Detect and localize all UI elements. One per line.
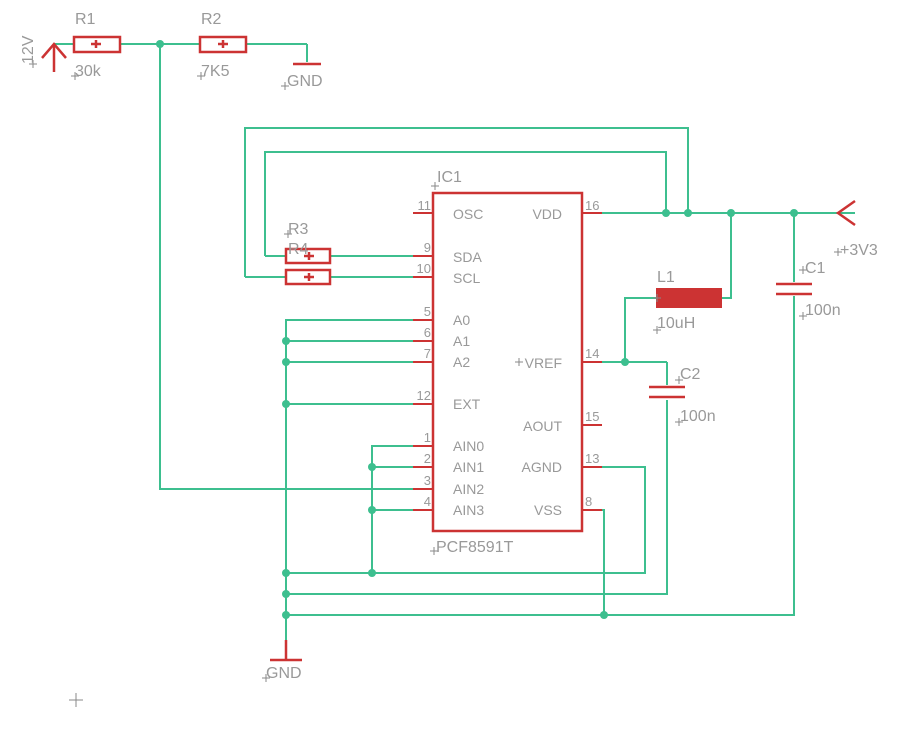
- junction: [282, 611, 290, 619]
- label-gnd-bottom: GND: [266, 665, 302, 682]
- pin-number: 8: [585, 494, 592, 509]
- label-c1-value: 100n: [805, 302, 841, 319]
- label-r2-name: R2: [201, 11, 222, 28]
- label-r2-value: 7K5: [201, 63, 230, 80]
- junctions: [156, 40, 798, 619]
- pin-label-scl: SCL: [453, 270, 480, 286]
- gnd-bottom-symbol[interactable]: [270, 640, 302, 662]
- pin-label-a0: A0: [453, 312, 470, 328]
- junction: [368, 506, 376, 514]
- label-r4-name: R4: [288, 241, 309, 258]
- label-c1-name: C1: [805, 260, 826, 277]
- pin-number: 11: [418, 198, 432, 213]
- wire-sda-pullup: [264, 151, 667, 256]
- pin-label-ain2: AIN2: [453, 481, 484, 497]
- pin-number: 12: [417, 388, 431, 403]
- junction: [600, 611, 608, 619]
- resistor-r2[interactable]: [198, 35, 248, 54]
- label-gnd-top: GND: [287, 73, 323, 90]
- junction: [621, 358, 629, 366]
- label-r1-name: R1: [75, 11, 96, 28]
- label-c2-name: C2: [680, 366, 701, 383]
- ic-left-pins: 11 OSC 9 SDA 10 SCL 5 A0 6 A1 7 A2 12 EX…: [417, 198, 485, 518]
- resistor-r4[interactable]: [284, 268, 332, 286]
- label-c2-value: 100n: [680, 408, 716, 425]
- label-ic-name: IC1: [437, 169, 462, 186]
- pin-label-ext: EXT: [453, 396, 481, 412]
- wire-c2-gnd: [286, 400, 668, 595]
- pin-number: 10: [417, 261, 431, 276]
- resistor-r1[interactable]: [72, 35, 122, 54]
- junction: [368, 463, 376, 471]
- pin-label-sda: SDA: [453, 249, 482, 265]
- origin-markers: [29, 60, 842, 707]
- wire-agnd: [286, 466, 646, 574]
- wire-vss: [582, 509, 605, 615]
- pin-label-ain3: AIN3: [453, 502, 484, 518]
- pin-label-aout: AOUT: [523, 418, 562, 434]
- junction: [368, 569, 376, 577]
- supply-3v3-symbol[interactable]: [835, 199, 856, 227]
- wire-divider-ain2: [159, 44, 433, 490]
- label-ic-part: PCF8591T: [436, 539, 514, 556]
- wire-gnd-bus: [285, 319, 433, 640]
- supply-12v-symbol[interactable]: [41, 42, 67, 72]
- junction: [727, 209, 735, 217]
- wire-l1-vref: [624, 297, 656, 362]
- pin-label-vref: VREF: [525, 355, 562, 371]
- pin-number: 4: [424, 494, 431, 509]
- junction: [156, 40, 164, 48]
- wire-c1-gnd: [286, 296, 795, 616]
- label-12v: 12V: [20, 35, 37, 64]
- pin-label-vss: VSS: [534, 502, 562, 518]
- inductor-l1[interactable]: [656, 288, 722, 308]
- pin-number: 1: [424, 430, 431, 445]
- pin-label-agnd: AGND: [522, 459, 562, 475]
- label-3v3: +3V3: [840, 242, 878, 259]
- label-l1-name: L1: [657, 269, 675, 286]
- wire-ain-bus: [371, 445, 433, 573]
- ic-pcf8591t[interactable]: [413, 191, 602, 533]
- pin-number: 5: [424, 304, 431, 319]
- junction: [790, 209, 798, 217]
- pin-label-a2: A2: [453, 354, 470, 370]
- pin-label-ain0: AIN0: [453, 438, 484, 454]
- junction: [282, 400, 290, 408]
- pin-number: 2: [424, 451, 431, 466]
- junction: [282, 590, 290, 598]
- resistor-r3[interactable]: [284, 247, 332, 265]
- junction: [282, 358, 290, 366]
- capacitor-c1[interactable]: [776, 282, 812, 296]
- pin-number: 7: [424, 346, 431, 361]
- junction: [282, 569, 290, 577]
- label-r3-name: R3: [288, 221, 309, 238]
- pin-label-a1: A1: [453, 333, 470, 349]
- pin-label-ain1: AIN1: [453, 459, 484, 475]
- wires: [54, 43, 855, 640]
- pin-label-osc: OSC: [453, 206, 483, 222]
- pin-number: 3: [424, 473, 431, 488]
- pin-number: 13: [585, 451, 599, 466]
- ic-right-pins: 16 VDD 14 VREF 15 AOUT 13 AGND 8 VSS: [522, 198, 600, 518]
- pin-number: 16: [585, 198, 599, 213]
- pin-number: 6: [424, 325, 431, 340]
- pin-number: 9: [424, 240, 431, 255]
- wire-vdd-l1: [722, 213, 732, 299]
- label-r1-value: 30k: [75, 63, 102, 80]
- pin-label-vdd: VDD: [532, 206, 562, 222]
- pin-number: 15: [585, 409, 599, 424]
- junction: [282, 337, 290, 345]
- label-l1-value: 10uH: [657, 315, 695, 332]
- wire-scl-pullup: [244, 127, 689, 277]
- junction: [662, 209, 670, 217]
- capacitor-c2[interactable]: [649, 385, 685, 399]
- pin-number: 14: [585, 346, 599, 361]
- junction: [684, 209, 692, 217]
